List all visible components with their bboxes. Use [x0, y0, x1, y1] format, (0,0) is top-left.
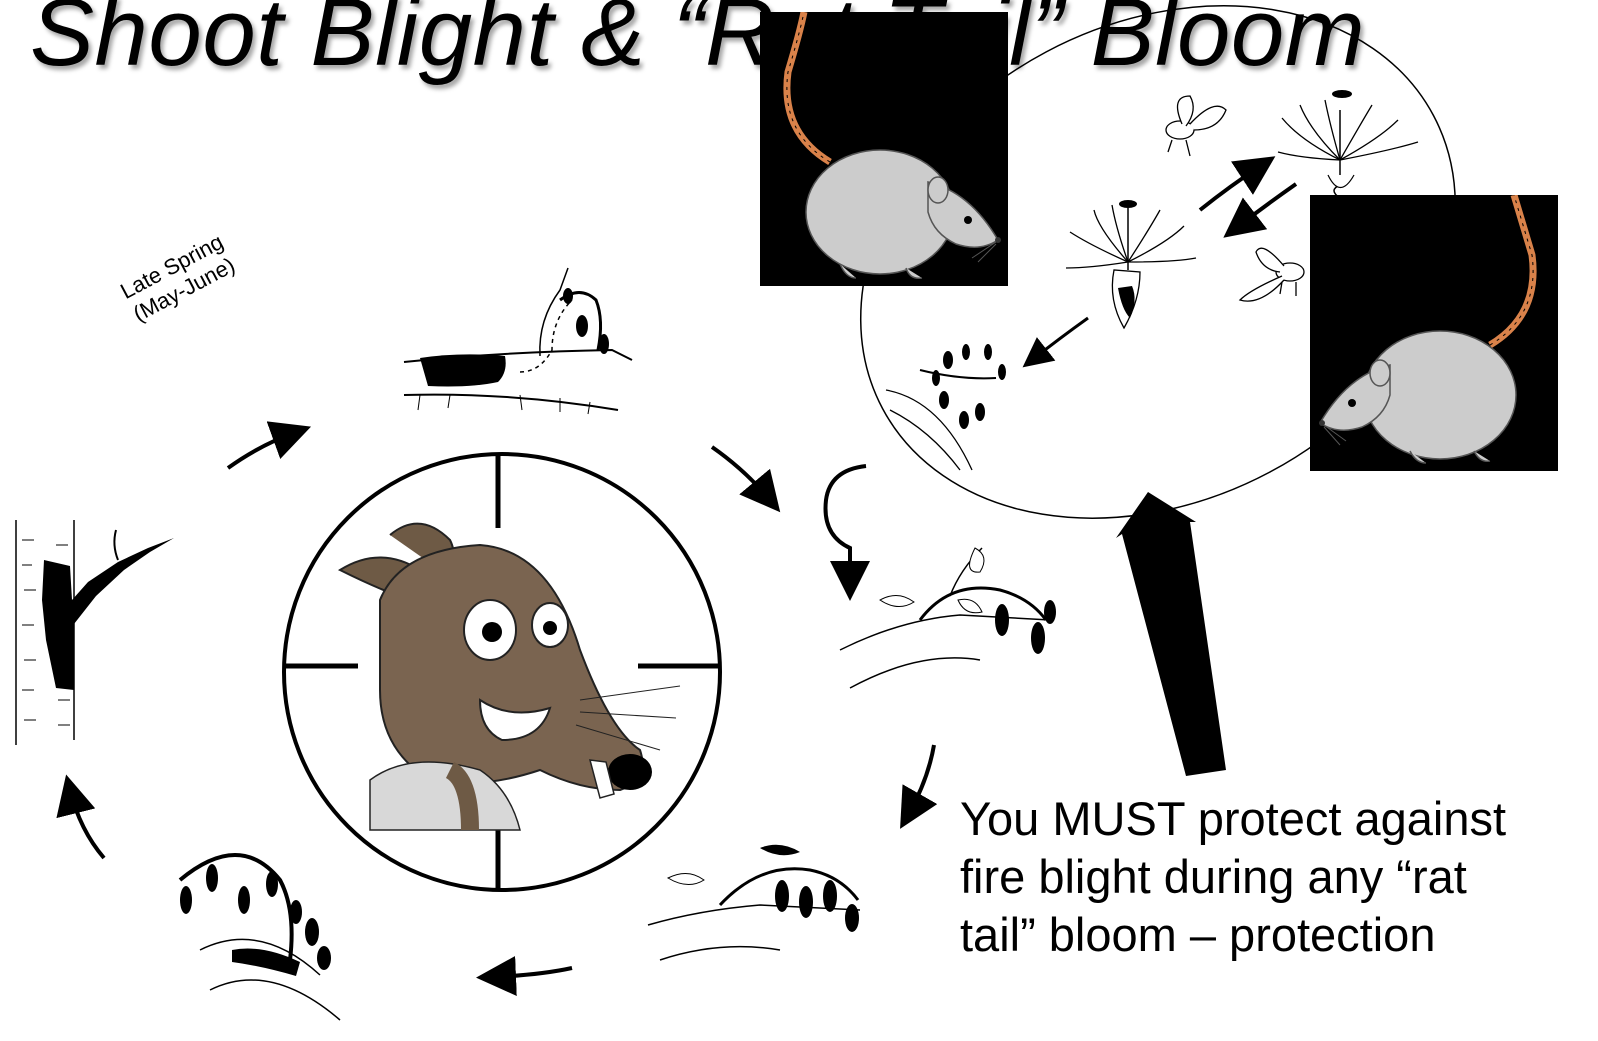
cycle-arrow-icon [1236, 184, 1296, 228]
cycle-arrow-icon [1200, 165, 1262, 210]
rat-icon [1310, 195, 1558, 471]
blighted-shoot-icon [840, 548, 1056, 688]
protection-note-line: You MUST protect against [960, 790, 1506, 848]
cycle-arrow-icon [908, 745, 934, 815]
cycle-arrow-icon [826, 466, 867, 585]
bee-icon [1240, 248, 1304, 301]
flower-icon [1278, 90, 1418, 198]
cycle-arrow-icon [492, 968, 572, 977]
protection-note: You MUST protect against fire blight dur… [960, 790, 1506, 964]
cankered-branch-icon [404, 268, 632, 414]
cankered-branch-icon [16, 520, 174, 745]
cycle-arrow-icon [1032, 318, 1088, 360]
bee-icon [1166, 96, 1226, 156]
rat-icon [760, 12, 1008, 286]
flower-icon [886, 344, 1006, 470]
crosshair-icon [280, 450, 724, 894]
flower-icon [1066, 200, 1196, 328]
cycle-arrow-icon [70, 790, 104, 858]
protection-note-line: tail” bloom – protection [960, 906, 1506, 964]
protection-note-line: fire blight during any “rat [960, 848, 1506, 906]
big-pointer-arrow [1116, 492, 1226, 776]
